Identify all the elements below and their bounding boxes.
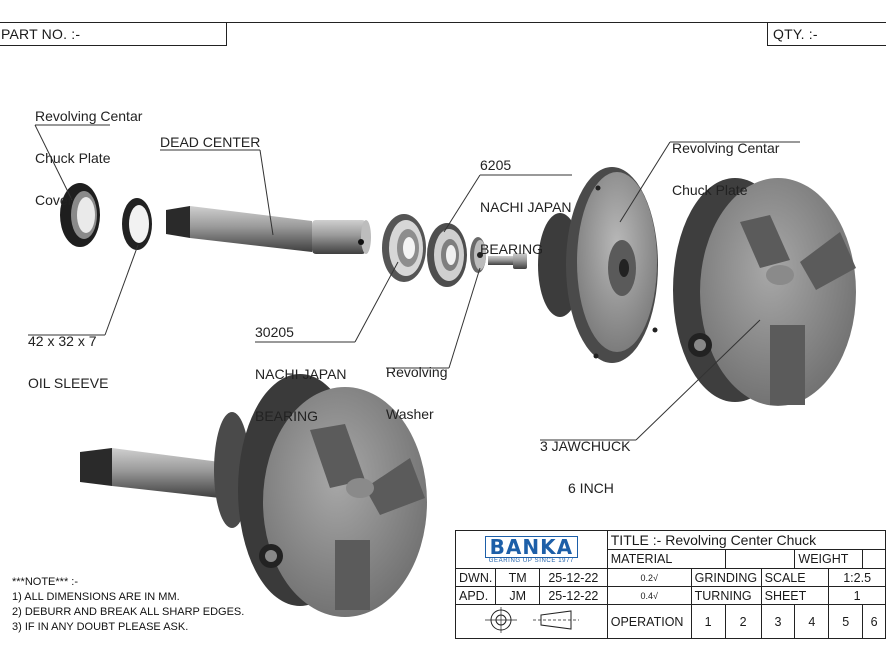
callout-jawchuck-line-1: 3 JAWCHUCK	[540, 438, 631, 454]
dwn-label: DWN.	[454, 568, 497, 587]
roughness-check-icon: √	[652, 590, 658, 601]
apd-by: JM	[495, 586, 540, 605]
material-label: MATERIAL	[606, 549, 726, 569]
callout-bearing-30205: 30205 NACHI JAPAN BEARING	[255, 297, 347, 437]
callout-bearing-30205-line-3: BEARING	[255, 408, 319, 424]
callout-cover-line-1: Revolving Centar	[35, 108, 143, 124]
callout-bearing-6205-line-1: 6205	[480, 157, 512, 173]
callout-chuck-plate-line-2: Chuck Plate	[672, 182, 748, 198]
title-value: Revolving Center Chuck	[665, 532, 817, 548]
weight-value	[862, 549, 886, 569]
leader-lines	[28, 124, 800, 441]
operation-step-1: 1	[690, 604, 726, 639]
roughness-2-value: 0.4	[640, 590, 653, 601]
bearing-6205-part	[427, 223, 467, 287]
sheet-value: 1	[828, 586, 886, 605]
weight-label: WEIGHT	[794, 549, 864, 569]
callout-washer-line-2: Washer	[386, 406, 434, 422]
callout-chuck-plate-line-1: Revolving Centar	[672, 140, 780, 156]
callout-jawchuck-line-2: 6 INCH	[568, 480, 614, 496]
callout-bearing-30205-line-1: 30205	[255, 324, 294, 340]
callout-cover: Revolving Centar Chuck Plate Cover	[35, 81, 142, 221]
callout-washer: Revolving Washer	[386, 337, 447, 435]
callout-oil-sleeve-line-2: OIL SLEEVE	[28, 375, 109, 391]
projection-symbol-cell	[455, 604, 608, 639]
part-no-label: PART NO. :-	[1, 26, 81, 42]
callout-bearing-6205: 6205 NACHI JAPAN BEARING	[480, 130, 572, 270]
callout-oil-sleeve-line-1: 42 x 32 x 7	[28, 333, 97, 349]
bearing-30205-part	[382, 214, 426, 282]
title-cell: TITLE :- Revolving Center Chuck	[606, 530, 886, 550]
title-block: BANKA GEARING UP SINCE 1977 TITLE :- Rev…	[454, 530, 886, 639]
note-item-2: 2) DEBURR AND BREAK ALL SHARP EDGES.	[12, 606, 245, 618]
title-label: TITLE :-	[610, 532, 662, 548]
washer-part	[470, 237, 486, 273]
callout-washer-line-1: Revolving	[386, 364, 448, 380]
dwn-date: 25-12-22	[538, 568, 608, 587]
apd-label: APD.	[454, 586, 497, 605]
callout-oil-sleeve: 42 x 32 x 7 OIL SLEEVE	[28, 306, 108, 404]
banka-logo: BANKA	[484, 535, 579, 558]
dwn-by: TM	[495, 568, 540, 587]
callout-chuck-plate: Revolving Centar Chuck Plate	[672, 113, 779, 211]
turning-label: TURNING	[690, 586, 762, 605]
apd-date: 25-12-22	[538, 586, 608, 605]
sheet-label: SHEET	[760, 586, 830, 605]
jawchuck-part	[673, 178, 856, 406]
roughness-check-icon: √	[652, 572, 658, 583]
notes-block: ***NOTE*** :- 1) ALL DIMENSIONS ARE IN M…	[12, 575, 244, 635]
callout-bearing-6205-line-2: NACHI JAPAN	[480, 199, 572, 215]
roughness-1-value: 0.2	[640, 572, 653, 583]
operation-step-3: 3	[760, 604, 796, 639]
callout-bearing-30205-line-2: NACHI JAPAN	[255, 366, 347, 382]
top-border-line	[227, 22, 767, 23]
callout-bearing-6205-line-3: BEARING	[480, 241, 544, 257]
operation-label: OPERATION	[606, 604, 692, 639]
operation-step-4: 4	[794, 604, 830, 639]
operation-step-2: 2	[724, 604, 762, 639]
chuck-plate-part	[538, 167, 658, 363]
callout-cover-line-2: Chuck Plate	[35, 150, 111, 166]
qty-label: QTY. :-	[773, 26, 818, 42]
callout-dead-center: DEAD CENTER	[160, 134, 261, 150]
note-item-1: 1) ALL DIMENSIONS ARE IN MM.	[12, 591, 180, 603]
banka-tagline: GEARING UP SINCE 1977	[488, 557, 574, 564]
note-item-3: 3) IF IN ANY DOUBT PLEASE ASK.	[12, 621, 189, 633]
callout-jawchuck: 3 JAWCHUCK 6 INCH	[540, 411, 631, 509]
operation-step-5: 5	[828, 604, 864, 639]
operation-step-6: 6	[862, 604, 886, 639]
projection-symbol-icon	[485, 607, 580, 633]
chuck-plate-cover-part	[60, 183, 100, 247]
logo-cell: BANKA GEARING UP SINCE 1977	[455, 530, 608, 569]
roughness-2-cell: 0.4√	[606, 586, 692, 605]
qty-box: QTY. :-	[767, 22, 886, 46]
part-no-box: PART NO. :-	[0, 22, 227, 46]
dead-center-part	[166, 206, 371, 254]
grinding-label: GRINDING	[690, 568, 762, 587]
scale-value: 1:2.5	[828, 568, 886, 587]
callout-cover-line-3: Cover	[35, 192, 73, 208]
notes-heading: ***NOTE*** :-	[12, 576, 79, 588]
scale-label: SCALE	[760, 568, 830, 587]
assembled-chuck-part	[80, 374, 427, 617]
oil-sleeve-part	[122, 198, 152, 250]
roughness-1-cell: 0.2√	[606, 568, 692, 587]
material-value	[724, 549, 796, 569]
bolt-part	[488, 253, 527, 269]
